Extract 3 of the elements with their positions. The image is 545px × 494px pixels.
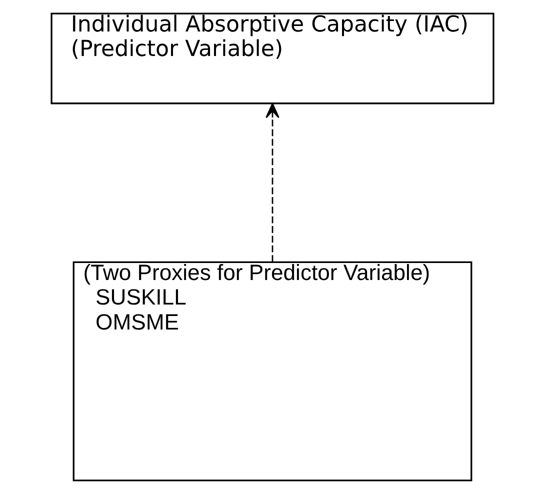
arrow [266, 103, 280, 262]
node-box: Individual Absorptive Capacity (IAC) (Predictor Variable) [50, 12, 494, 104]
node-box: (Two Proxies for Predictor Variable) SUSKILL OMSME [72, 261, 472, 482]
